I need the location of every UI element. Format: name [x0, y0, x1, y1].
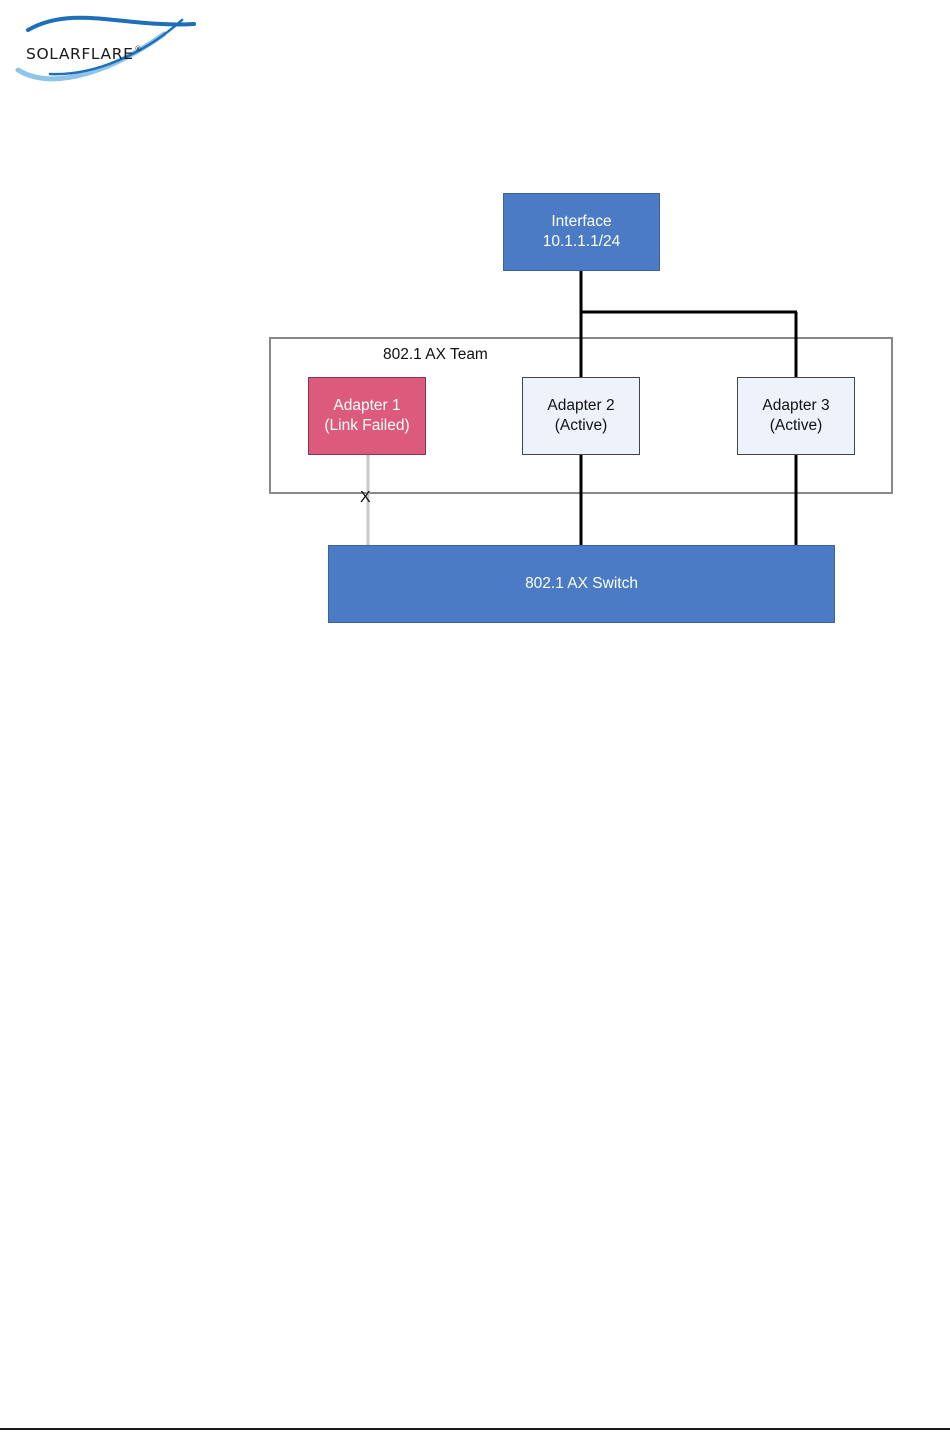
- adapter-1-box: Adapter 1 (Link Failed): [308, 377, 426, 455]
- team-label: 802.1 AX Team: [383, 346, 488, 363]
- adapter-3-box: Adapter 3 (Active): [737, 377, 855, 455]
- interface-address: 10.1.1.1/24: [542, 233, 621, 250]
- logo-wordmark: SOLARFLARE®: [26, 45, 143, 63]
- footer-rule: [0, 1428, 950, 1430]
- switch-box: 802.1 AX Switch: [328, 545, 835, 623]
- interface-label: Interface: [551, 213, 612, 230]
- swoosh-icon: [15, 15, 196, 82]
- solarflare-logo: SOLARFLARE®: [14, 10, 199, 82]
- connection-lines: [366, 271, 798, 545]
- adapter-1-status: (Link Failed): [324, 417, 410, 434]
- switch-label: 802.1 AX Switch: [525, 575, 638, 592]
- adapter-2-box: Adapter 2 (Active): [522, 377, 640, 455]
- adapter-2-status: (Active): [554, 417, 608, 434]
- failed-link-marker: X: [360, 489, 371, 506]
- adapter-2-label: Adapter 2: [547, 397, 615, 414]
- team-diagram: 802.1 AX Team X Interface 10.1.1.1/24 Ad…: [0, 0, 950, 700]
- interface-box: Interface 10.1.1.1/24: [503, 193, 660, 271]
- adapter-3-status: (Active): [769, 417, 823, 434]
- adapter-3-label: Adapter 3: [762, 397, 830, 414]
- adapter-1-label: Adapter 1: [333, 397, 401, 414]
